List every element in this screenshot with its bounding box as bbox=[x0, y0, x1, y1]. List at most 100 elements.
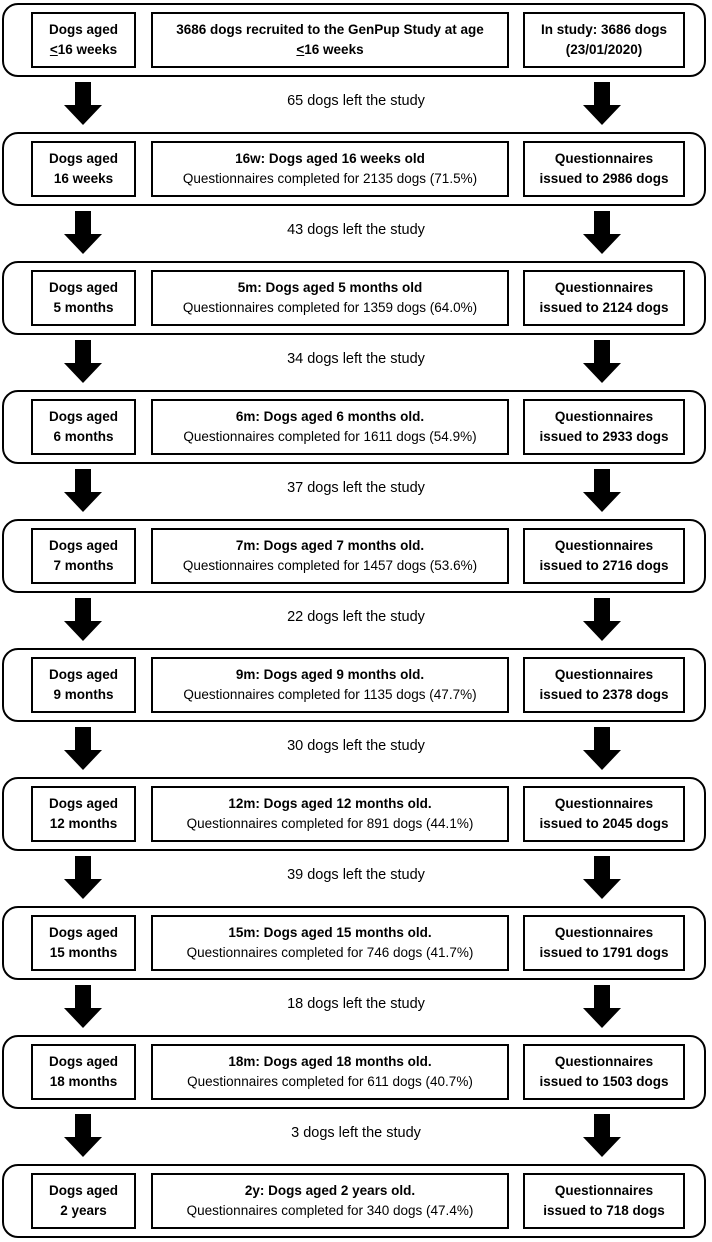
age-label-box: Dogs aged <16 weeks bbox=[31, 12, 136, 68]
age-label-line1: Dogs aged bbox=[48, 795, 118, 811]
stage-detail-box: 6m: Dogs aged 6 months old. Questionnair… bbox=[151, 399, 509, 455]
age-label-line2: 12 months bbox=[49, 816, 118, 831]
attrition-connector: 18 dogs left the study bbox=[0, 980, 712, 1035]
stage-detail-box: 2y: Dogs aged 2 years old. Questionnaire… bbox=[151, 1173, 509, 1229]
issued-line1: Questionnaires bbox=[554, 924, 654, 940]
down-arrow-icon bbox=[583, 985, 621, 1029]
down-arrow-icon bbox=[64, 82, 102, 126]
stage-title: 15m: Dogs aged 15 months old. bbox=[228, 924, 432, 940]
stage-container: Dogs aged 6 months 6m: Dogs aged 6 month… bbox=[2, 390, 706, 464]
issued-line1: Questionnaires bbox=[554, 795, 654, 811]
issued-line1: Questionnaires bbox=[554, 150, 654, 166]
age-label-box: Dogs aged 2 years bbox=[31, 1173, 136, 1229]
issued-line2: issued to 2933 dogs bbox=[539, 429, 669, 444]
stage-title: 3686 dogs recruited to the GenPup Study … bbox=[176, 21, 484, 37]
down-arrow-icon bbox=[64, 856, 102, 900]
age-label-line1: Dogs aged bbox=[48, 21, 118, 37]
age-label-line1: Dogs aged bbox=[48, 924, 118, 940]
questionnaires-issued-box: Questionnaires issued to 1791 dogs bbox=[523, 915, 685, 971]
down-arrow-icon bbox=[583, 211, 621, 255]
age-label-line1: Dogs aged bbox=[48, 1053, 118, 1069]
stage-container: Dogs aged 15 months 15m: Dogs aged 15 mo… bbox=[2, 906, 706, 980]
attrition-connector: 37 dogs left the study bbox=[0, 464, 712, 519]
issued-line1: Questionnaires bbox=[554, 1182, 654, 1198]
down-arrow-icon bbox=[64, 211, 102, 255]
issued-line2: issued to 2716 dogs bbox=[539, 558, 669, 573]
stage-container: Dogs aged 12 months 12m: Dogs aged 12 mo… bbox=[2, 777, 706, 851]
attrition-connector: 3 dogs left the study bbox=[0, 1109, 712, 1164]
attrition-connector: 30 dogs left the study bbox=[0, 722, 712, 777]
age-label-line2: 15 months bbox=[49, 945, 118, 960]
issued-line1: Questionnaires bbox=[554, 537, 654, 553]
age-label-line2: 2 years bbox=[60, 1203, 107, 1218]
age-label-line1: Dogs aged bbox=[48, 408, 118, 424]
down-arrow-icon bbox=[583, 469, 621, 513]
stage-title: 16w: Dogs aged 16 weeks old bbox=[235, 150, 425, 166]
dogs-left-label: 37 dogs left the study bbox=[287, 480, 425, 496]
age-label-line2: 16 weeks bbox=[53, 171, 114, 186]
stage-title: 9m: Dogs aged 9 months old. bbox=[235, 666, 425, 682]
stage-title: 2y: Dogs aged 2 years old. bbox=[244, 1182, 416, 1198]
dogs-left-label: 43 dogs left the study bbox=[287, 222, 425, 238]
questionnaires-issued-box: Questionnaires issued to 1503 dogs bbox=[523, 1044, 685, 1100]
stage-detail-box: 15m: Dogs aged 15 months old. Questionna… bbox=[151, 915, 509, 971]
stage-completion: Questionnaires completed for 746 dogs (4… bbox=[186, 945, 474, 960]
age-label-line1: Dogs aged bbox=[48, 537, 118, 553]
attrition-connector: 22 dogs left the study bbox=[0, 593, 712, 648]
dogs-left-label: 39 dogs left the study bbox=[287, 867, 425, 883]
stage-detail-box: 7m: Dogs aged 7 months old. Questionnair… bbox=[151, 528, 509, 584]
stage-completion: Questionnaires completed for 1457 dogs (… bbox=[182, 558, 478, 573]
issued-line2: issued to 718 dogs bbox=[543, 1203, 665, 1218]
issued-line1: In study: 3686 dogs bbox=[540, 21, 668, 37]
stage-container: Dogs aged 2 years 2y: Dogs aged 2 years … bbox=[2, 1164, 706, 1238]
age-label-line2: 7 months bbox=[53, 558, 114, 573]
dogs-left-label: 30 dogs left the study bbox=[287, 738, 425, 754]
down-arrow-icon bbox=[583, 598, 621, 642]
stage-container: Dogs aged 16 weeks 16w: Dogs aged 16 wee… bbox=[2, 132, 706, 206]
down-arrow-icon bbox=[64, 340, 102, 384]
age-label-line1: Dogs aged bbox=[48, 150, 118, 166]
age-label-line2: 9 months bbox=[53, 687, 114, 702]
issued-line2: issued to 2045 dogs bbox=[539, 816, 669, 831]
stage-container: Dogs aged <16 weeks 3686 dogs recruited … bbox=[2, 3, 706, 77]
stage-completion: Questionnaires completed for 1359 dogs (… bbox=[182, 300, 478, 315]
stage-detail-box: 5m: Dogs aged 5 months old Questionnaire… bbox=[151, 270, 509, 326]
age-label-line2: <16 weeks bbox=[49, 42, 118, 57]
issued-line1: Questionnaires bbox=[554, 408, 654, 424]
stage-title: 18m: Dogs aged 18 months old. bbox=[228, 1053, 432, 1069]
attrition-connector: 65 dogs left the study bbox=[0, 77, 712, 132]
attrition-connector: 39 dogs left the study bbox=[0, 851, 712, 906]
stage-completion: Questionnaires completed for 2135 dogs (… bbox=[182, 171, 478, 186]
age-label-line1: Dogs aged bbox=[48, 1182, 118, 1198]
age-label-box: Dogs aged 16 weeks bbox=[31, 141, 136, 197]
stage-detail-box: 16w: Dogs aged 16 weeks old Questionnair… bbox=[151, 141, 509, 197]
stage-completion: Questionnaires completed for 1611 dogs (… bbox=[183, 429, 477, 444]
dogs-left-label: 34 dogs left the study bbox=[287, 351, 425, 367]
issued-line2: issued to 2986 dogs bbox=[539, 171, 669, 186]
attrition-connector: 43 dogs left the study bbox=[0, 206, 712, 261]
stage-container: Dogs aged 9 months 9m: Dogs aged 9 month… bbox=[2, 648, 706, 722]
age-label-line1: Dogs aged bbox=[48, 279, 118, 295]
down-arrow-icon bbox=[64, 727, 102, 771]
stage-completion: <16 weeks bbox=[296, 42, 364, 57]
down-arrow-icon bbox=[64, 985, 102, 1029]
issued-line2: issued to 2378 dogs bbox=[539, 687, 669, 702]
down-arrow-icon bbox=[64, 1114, 102, 1158]
stage-container: Dogs aged 5 months 5m: Dogs aged 5 month… bbox=[2, 261, 706, 335]
stage-container: Dogs aged 18 months 18m: Dogs aged 18 mo… bbox=[2, 1035, 706, 1109]
issued-line2: (23/01/2020) bbox=[565, 42, 643, 57]
age-label-box: Dogs aged 7 months bbox=[31, 528, 136, 584]
questionnaires-issued-box: Questionnaires issued to 2378 dogs bbox=[523, 657, 685, 713]
age-label-line1: Dogs aged bbox=[48, 666, 118, 682]
down-arrow-icon bbox=[64, 469, 102, 513]
questionnaires-issued-box: Questionnaires issued to 2045 dogs bbox=[523, 786, 685, 842]
stage-title: 7m: Dogs aged 7 months old. bbox=[235, 537, 425, 553]
age-label-box: Dogs aged 18 months bbox=[31, 1044, 136, 1100]
stage-completion: Questionnaires completed for 891 dogs (4… bbox=[186, 816, 474, 831]
stage-detail-box: 9m: Dogs aged 9 months old. Questionnair… bbox=[151, 657, 509, 713]
questionnaires-issued-box: Questionnaires issued to 718 dogs bbox=[523, 1173, 685, 1229]
stage-title: 5m: Dogs aged 5 months old bbox=[237, 279, 423, 295]
stage-container: Dogs aged 7 months 7m: Dogs aged 7 month… bbox=[2, 519, 706, 593]
age-label-box: Dogs aged 15 months bbox=[31, 915, 136, 971]
